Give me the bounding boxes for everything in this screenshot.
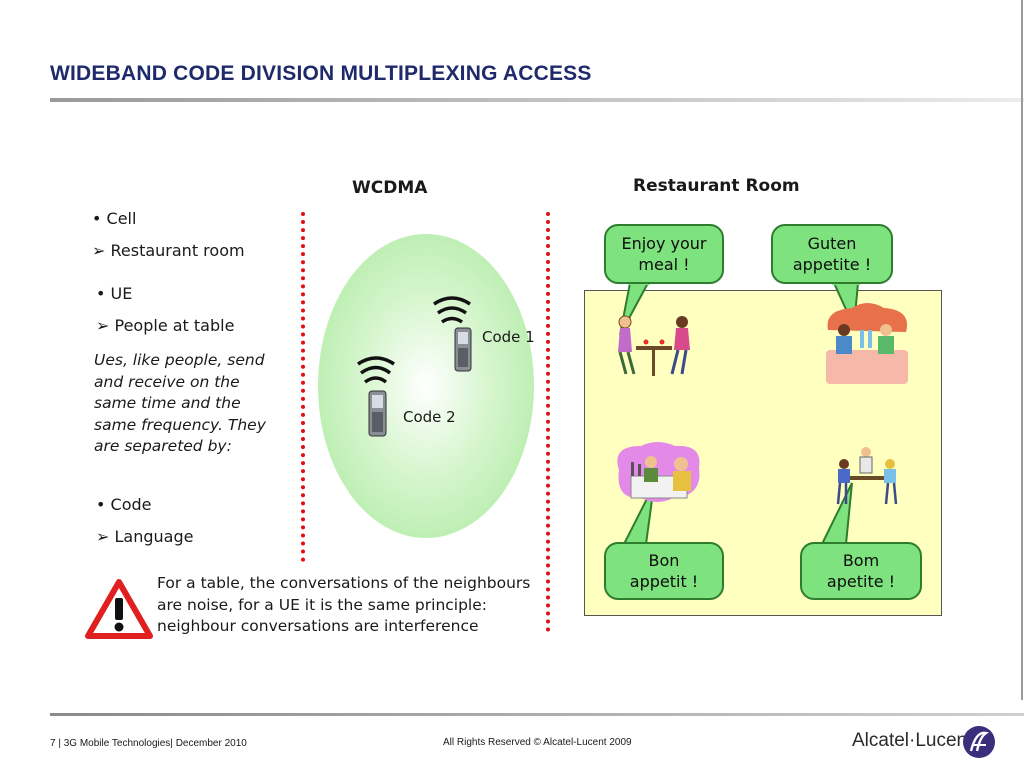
alcatel-lucent-logo-icon bbox=[963, 726, 995, 758]
course-name: 3G Mobile Technologies bbox=[63, 738, 171, 749]
warning-triangle-icon bbox=[85, 579, 153, 639]
ue-explanation: Ues, like people, send and receive on th… bbox=[94, 350, 294, 458]
mobile-phone-icon bbox=[357, 356, 395, 437]
bubble-line: meal ! bbox=[638, 255, 690, 274]
speech-bubble-bom: Bom apetite ! bbox=[800, 542, 922, 600]
diners-table-bottom-left-icon bbox=[617, 442, 700, 502]
bubble-line: appetit ! bbox=[629, 572, 699, 591]
page-number: 7 bbox=[50, 738, 56, 749]
footer-separator: | bbox=[58, 738, 61, 749]
speech-bubble-bon: Bon appetit ! bbox=[604, 542, 724, 600]
bullet-marker: • bbox=[96, 284, 106, 303]
bullet-text: Language bbox=[114, 527, 194, 546]
right-divider bbox=[546, 212, 550, 632]
bubble-line: appetite ! bbox=[792, 255, 872, 274]
bullet-marker: ➢ bbox=[96, 527, 110, 546]
warning-line: are noise, for a UE it is the same princ… bbox=[157, 595, 487, 614]
bullet-marker: • bbox=[96, 495, 106, 514]
paragraph-line: Ues, like people, send bbox=[94, 351, 265, 369]
restaurant-header: Restaurant Room bbox=[633, 176, 800, 196]
bullet-marker: • bbox=[92, 209, 102, 228]
diners-table-bottom-right-icon bbox=[836, 447, 898, 505]
speech-bubble-enjoy: Enjoy your meal ! bbox=[604, 224, 724, 284]
code1-label: Code 1 bbox=[482, 328, 535, 346]
paragraph-line: same frequency. They bbox=[94, 415, 266, 434]
paragraph-line: and receive on the bbox=[94, 372, 240, 391]
paragraph-line: are separeted by: bbox=[94, 437, 232, 455]
bubble-line: Bon bbox=[648, 551, 680, 570]
brand-name: Alcatel·Lucent bbox=[852, 730, 973, 751]
slide-title: WIDEBAND CODE DIVISION MULTIPLEXING ACCE… bbox=[50, 62, 592, 85]
bubble-line: Bom bbox=[842, 551, 880, 570]
bubble-line: Guten bbox=[807, 234, 857, 253]
diners-table-top-left-icon bbox=[618, 315, 690, 376]
bullet-marker: ➢ bbox=[92, 241, 106, 260]
bubble-line: Enjoy your bbox=[621, 234, 707, 253]
diners-table-top-right-icon bbox=[826, 303, 908, 384]
bullet-ue: • UE bbox=[96, 284, 132, 303]
wcdma-header: WCDMA bbox=[352, 178, 428, 198]
code2-label: Code 2 bbox=[403, 408, 456, 426]
warning-note: For a table, the conversations of the ne… bbox=[157, 573, 547, 638]
bullet-text: UE bbox=[110, 284, 133, 303]
warning-line: For a table, the conversations of the ne… bbox=[157, 574, 531, 592]
bullet-cell: • Cell bbox=[92, 209, 136, 228]
bubble-line: apetite ! bbox=[826, 572, 896, 591]
bullet-text: People at table bbox=[114, 316, 235, 335]
bullet-text: Cell bbox=[106, 209, 137, 228]
paragraph-line: same time and the bbox=[94, 394, 241, 412]
subbullet-language: ➢ Language bbox=[96, 527, 193, 546]
left-divider bbox=[301, 212, 305, 562]
title-divider bbox=[50, 98, 1024, 102]
bullet-code: • Code bbox=[96, 495, 152, 514]
footer-rights: All Rights Reserved © Alcatel-Lucent 200… bbox=[443, 737, 632, 748]
footer-divider bbox=[50, 713, 1024, 716]
footer-separator: | bbox=[170, 738, 173, 749]
bullet-text: Code bbox=[110, 495, 152, 514]
mobile-phone-icon bbox=[433, 296, 472, 372]
footer-date: December 2010 bbox=[175, 738, 247, 749]
footer-left: 7 | 3G Mobile Technologies| December 201… bbox=[50, 738, 247, 749]
bullet-text: Restaurant room bbox=[110, 241, 245, 260]
warning-line: neighbour conversations are interference bbox=[157, 617, 479, 635]
subbullet-restaurant-room: ➢ Restaurant room bbox=[92, 241, 245, 260]
subbullet-people-at-table: ➢ People at table bbox=[96, 316, 234, 335]
cell-coverage-oval bbox=[318, 234, 534, 538]
speech-bubble-guten: Guten appetite ! bbox=[771, 224, 893, 284]
slide-edge-line bbox=[1021, 0, 1023, 700]
bullet-marker: ➢ bbox=[96, 316, 110, 335]
